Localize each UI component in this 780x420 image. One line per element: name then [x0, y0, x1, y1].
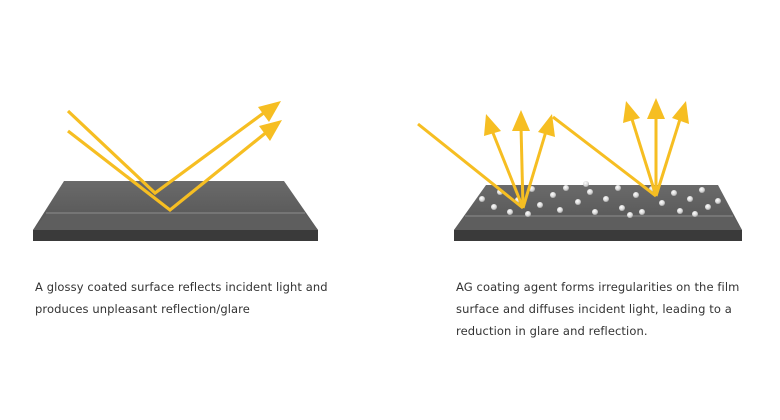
ag-coating-panel: AG coating agent forms irregularities on…	[390, 0, 780, 420]
arrowhead-icon	[623, 101, 640, 123]
arrowhead-icon	[647, 98, 665, 119]
ag-diffusion-diagram	[417, 98, 742, 241]
ray-2	[67, 129, 270, 213]
diffused-ray-1b	[519, 125, 525, 209]
glossy-reflection-diagram	[33, 101, 318, 241]
diffused-ray-2a	[629, 115, 658, 197]
film-front-edge	[33, 230, 318, 241]
arrowhead-icon	[538, 114, 555, 137]
ray-1	[66, 109, 266, 196]
film-seam	[454, 215, 742, 230]
arrowhead-icon	[512, 110, 530, 131]
diffused-ray-2c	[654, 115, 683, 197]
surface-irregularities	[479, 181, 721, 218]
light-rays	[417, 114, 683, 210]
light-rays	[66, 109, 270, 213]
film-seam	[33, 212, 318, 230]
arrowheads	[484, 98, 689, 137]
glossy-caption: A glossy coated surface reflects inciden…	[35, 280, 328, 316]
diffused-ray-1a	[489, 127, 525, 209]
ag-caption: AG coating agent forms irregularities on…	[456, 280, 740, 338]
arrowhead-icon	[258, 101, 281, 122]
glossy-surface-panel: A glossy coated surface reflects inciden…	[33, 101, 328, 316]
film-front-edge	[454, 230, 742, 241]
incident-ray-1	[417, 122, 524, 210]
arrowhead-icon	[672, 101, 689, 124]
incident-ray-2	[552, 115, 657, 198]
arrowhead-icon	[484, 114, 501, 136]
diffused-ray-1c	[521, 127, 549, 209]
arrowhead-icon	[259, 120, 282, 141]
